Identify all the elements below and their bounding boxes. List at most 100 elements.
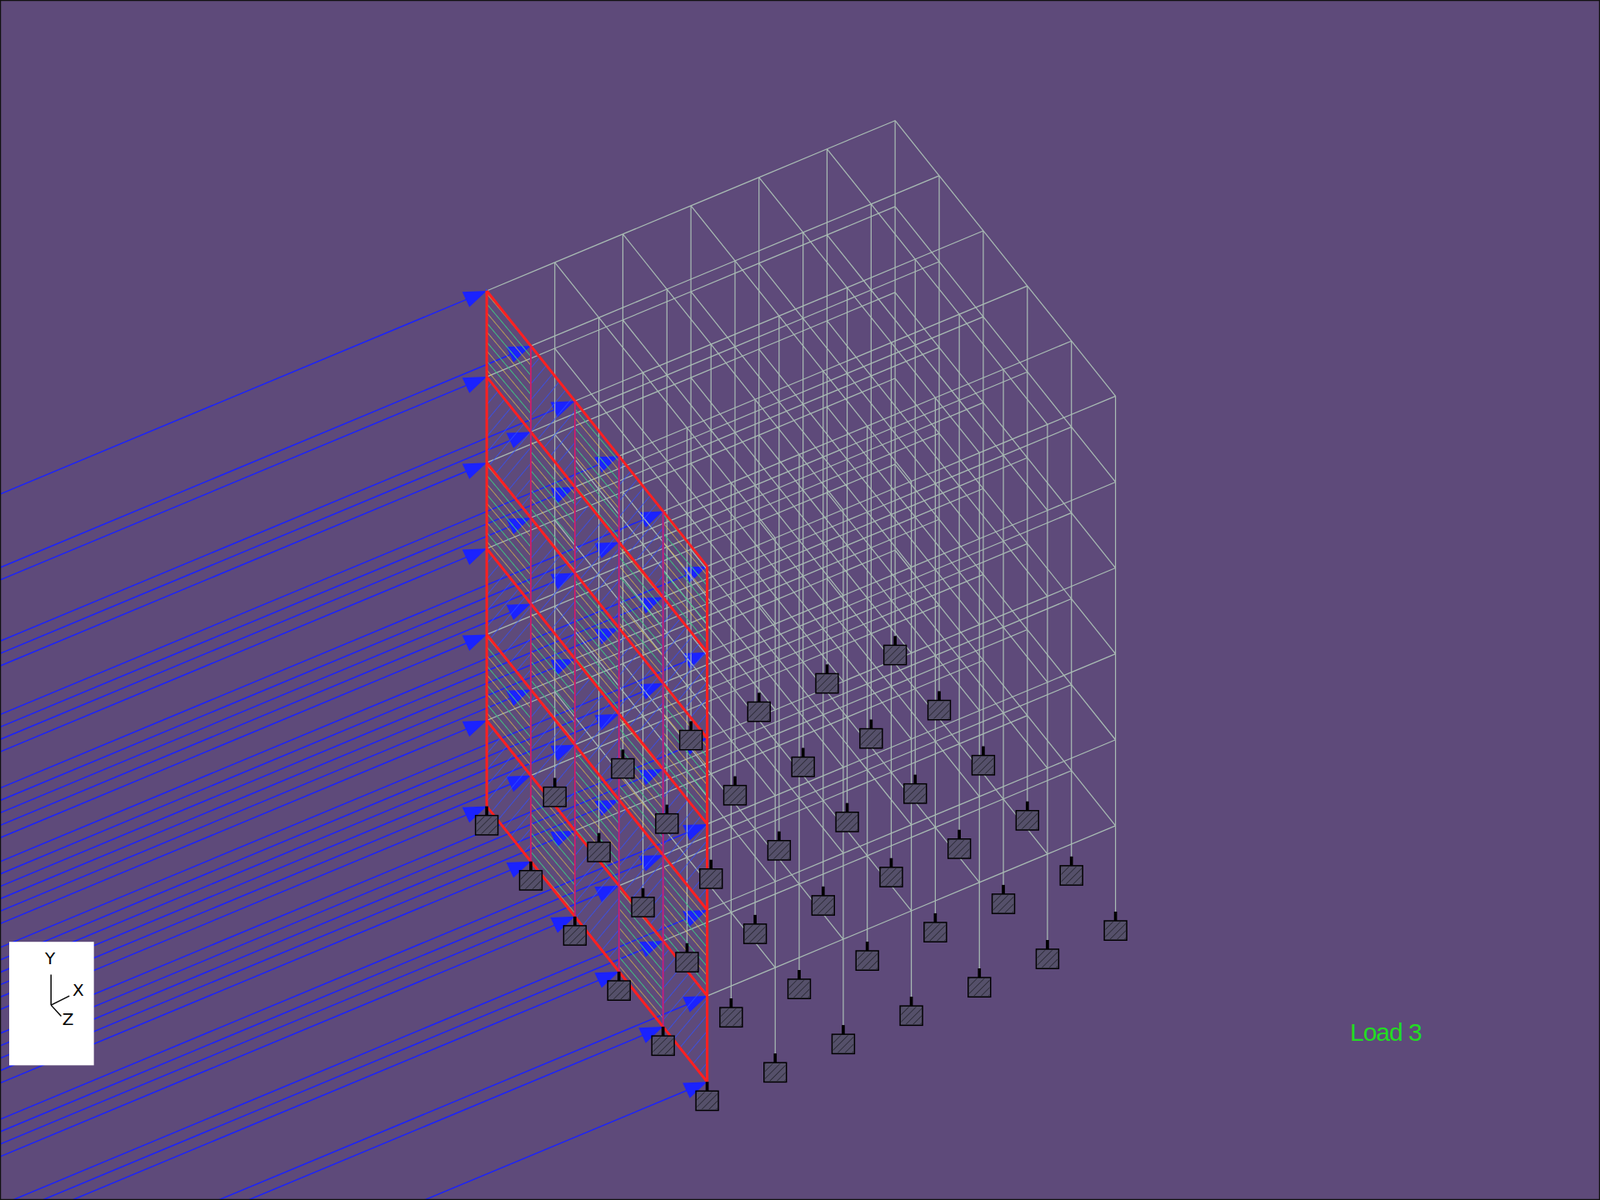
frame-member: [870, 290, 915, 345]
wireframe: [486, 120, 1116, 1054]
frame-member: [686, 427, 731, 483]
fixed-support: [680, 720, 703, 750]
support-stem: [617, 971, 621, 981]
load-arrow: [0, 995, 708, 1200]
frame-member: [1003, 627, 1048, 683]
support-base: [924, 922, 947, 942]
frame-member: [1027, 285, 1072, 341]
load-arrows: [0, 290, 708, 1200]
fixed-support: [992, 885, 1015, 914]
frame-member: [823, 542, 868, 598]
frame-member: [1003, 770, 1072, 800]
support-hatch: [632, 898, 653, 916]
frame-member: [803, 318, 848, 374]
load-arrow: [0, 806, 487, 1200]
frame-member: [686, 399, 755, 428]
fixed-support: [700, 860, 723, 889]
support-hatch: [789, 980, 810, 998]
support-base: [720, 1007, 743, 1027]
fixed-support: [695, 1081, 719, 1110]
frame-member: [1003, 713, 1048, 769]
frame-member: [870, 175, 940, 205]
frame-member: [866, 425, 868, 942]
support-base: [631, 897, 655, 917]
frame-member: [1003, 685, 1072, 714]
frame-member: [799, 598, 868, 627]
support-hatch: [612, 760, 633, 778]
frame-member: [895, 120, 940, 176]
arrow-shaft: [0, 689, 650, 1195]
support-hatch: [1105, 921, 1125, 940]
load-arrow: [0, 690, 531, 1200]
frame-member: [935, 627, 1004, 656]
support-stem: [1114, 911, 1118, 921]
support-stem: [665, 805, 669, 815]
frame-member: [1071, 340, 1116, 396]
frame-member: [799, 425, 868, 455]
frame-member: [779, 401, 824, 457]
support-stem: [977, 968, 981, 978]
fixed-support: [563, 916, 586, 945]
fixed-support: [607, 971, 630, 1000]
frame-member: [759, 177, 804, 233]
support-base: [747, 701, 770, 721]
support-base: [1060, 865, 1083, 885]
frame-member: [599, 289, 668, 318]
fixed-support: [788, 970, 811, 999]
frame-member: [842, 510, 844, 1026]
frame-member: [959, 658, 1004, 714]
arrow-shaft: [0, 1088, 693, 1200]
arrow-shaft: [0, 812, 473, 1200]
frame-member: [823, 800, 868, 856]
frame-member: [779, 315, 824, 371]
support-base: [767, 840, 790, 860]
frame-member: [803, 575, 848, 631]
support-base: [680, 730, 703, 750]
load-arrow: [0, 824, 708, 1200]
frame-member: [843, 910, 912, 940]
arrow-shaft: [0, 462, 605, 968]
frame-member: [1003, 799, 1048, 855]
support-base: [880, 867, 903, 887]
highlighted-member: [486, 290, 707, 567]
load-arrow: [0, 510, 664, 1022]
frame-member: [939, 261, 984, 317]
load-arrow: [0, 572, 575, 1084]
load-arrow: [0, 769, 664, 1200]
frame-member: [799, 540, 844, 595]
frame-member: [690, 177, 760, 206]
frame-member: [730, 912, 775, 968]
fixed-support: [968, 968, 991, 997]
arrow-head: [462, 720, 487, 737]
frame-member: [939, 519, 984, 575]
support-stem: [529, 861, 533, 871]
frame-member: [983, 316, 1028, 372]
frame-member: [622, 205, 691, 235]
frame-member: [979, 596, 1048, 625]
support-stem: [709, 860, 713, 870]
frame-member: [915, 345, 960, 400]
frame-member: [895, 206, 940, 262]
frame-member: [666, 375, 711, 430]
support-base: [815, 673, 839, 693]
frame-member: [826, 149, 828, 665]
support-base: [948, 839, 971, 859]
fixed-support: [675, 943, 699, 972]
frame-member: [959, 571, 1004, 627]
support-hatch: [925, 923, 945, 941]
load-arrow: [0, 1026, 664, 1200]
fixed-support: [835, 803, 859, 832]
load-arrow: [0, 290, 487, 802]
arrow-head: [462, 462, 487, 480]
support-base: [835, 812, 859, 832]
support-hatch: [905, 785, 925, 803]
frame-member: [870, 204, 915, 260]
support-hatch: [749, 703, 770, 721]
frame-member: [1047, 395, 1116, 425]
highlighted-member: [662, 510, 665, 1027]
frame-member: [803, 490, 848, 545]
fixed-support: [1060, 856, 1083, 885]
frame-member: [710, 344, 755, 400]
support-base: [520, 870, 543, 890]
frame-member: [690, 377, 735, 433]
